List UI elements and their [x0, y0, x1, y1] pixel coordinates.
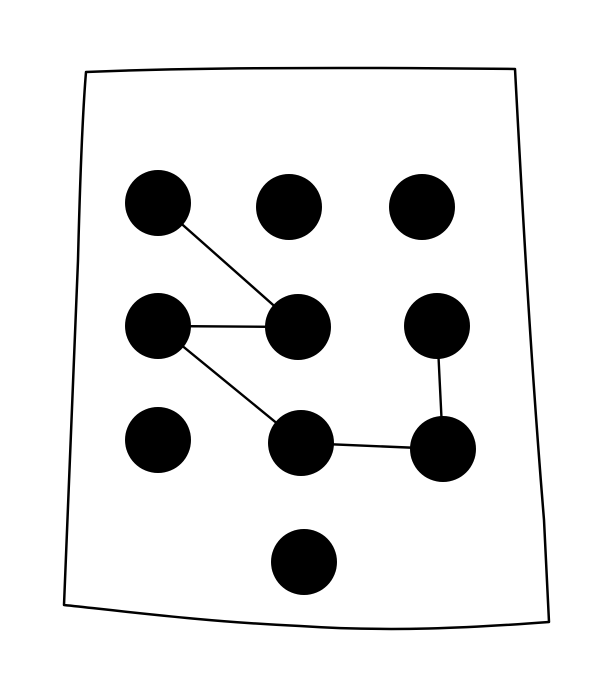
pattern-dot-grid [125, 170, 476, 595]
pattern-dot-r4c2[interactable] [271, 529, 337, 595]
pattern-dot-r1c2[interactable] [256, 174, 322, 240]
pattern-dot-r3c1[interactable] [125, 407, 191, 473]
pattern-dot-r2c3[interactable] [404, 293, 470, 359]
pattern-dot-r1c1[interactable] [125, 170, 191, 236]
pattern-dot-r3c2[interactable] [268, 410, 334, 476]
pattern-dot-r1c3[interactable] [389, 174, 455, 240]
pattern-dot-r3c3[interactable] [410, 416, 476, 482]
pattern-dot-r2c2[interactable] [265, 294, 331, 360]
pattern-dot-r2c1[interactable] [125, 293, 191, 359]
